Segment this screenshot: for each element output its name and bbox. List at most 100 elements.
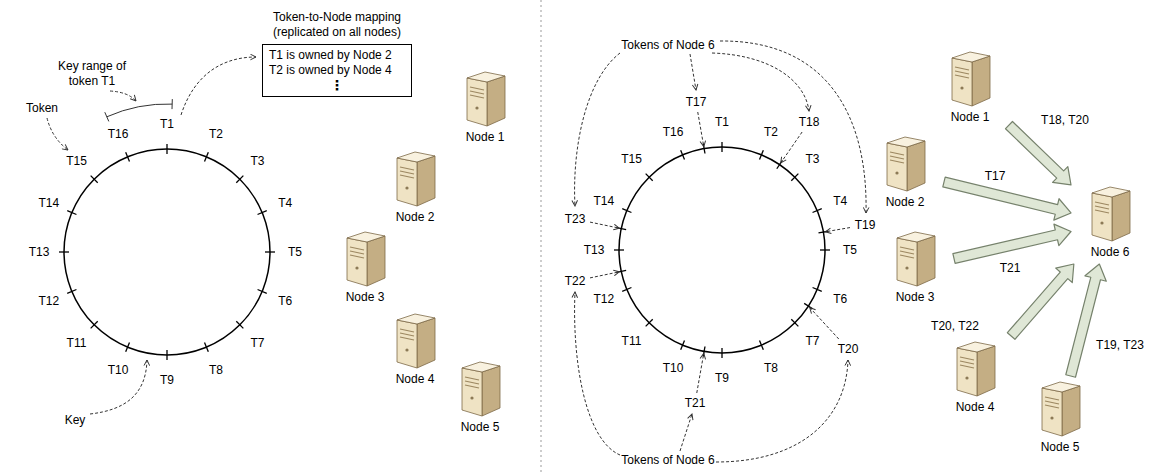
server-face [897, 232, 935, 242]
power-button [405, 348, 408, 351]
edge-label: T20, T22 [929, 319, 981, 334]
server-face [397, 314, 435, 324]
token-label: T15 [66, 154, 87, 169]
drive-slot [350, 247, 364, 250]
callout-label: Token [26, 101, 58, 116]
token-tick [258, 211, 267, 215]
server-face [952, 58, 972, 106]
server-face [462, 362, 500, 372]
leader-arrow [680, 414, 692, 451]
drive-slot [890, 152, 904, 155]
server-face [367, 236, 385, 286]
drive-slot [1095, 206, 1109, 209]
drive-slot [350, 255, 364, 258]
callout-label: Key range of token T1 [47, 59, 137, 89]
token-tick [703, 144, 705, 154]
server-node: Node 1 [450, 70, 520, 145]
token-tick [646, 174, 653, 181]
drive-slot [400, 175, 414, 178]
server-face [347, 232, 385, 242]
token-label: T12 [38, 293, 59, 308]
drive-slot [465, 385, 479, 388]
server-face [907, 141, 925, 191]
leader-arrow [720, 41, 866, 213]
token-tick [91, 321, 98, 328]
drive-slot [465, 381, 479, 384]
power-button [355, 266, 358, 269]
node-label: Node 1 [951, 110, 990, 125]
drive-slot [960, 357, 974, 360]
token-label: T22 [565, 274, 586, 289]
token-arrow [698, 112, 704, 147]
mapping-table: T1 is owned by Node 2T2 is owned by Node… [262, 44, 412, 97]
leader-arrow [181, 57, 256, 115]
token-label: T9 [160, 373, 174, 388]
token-label: T13 [584, 243, 605, 258]
token-label: T20 [838, 342, 859, 357]
token-label: T21 [685, 396, 706, 411]
server-node: Node 5 [1025, 380, 1095, 455]
power-button [965, 376, 968, 379]
token-label: T4 [833, 194, 847, 209]
edge-label: T17 [983, 169, 1008, 184]
server-face [462, 368, 482, 416]
transfer-arrow [1066, 264, 1106, 377]
server-face [977, 346, 995, 396]
transfer-arrow [953, 224, 1071, 263]
token-arrow [590, 222, 619, 228]
server-face [487, 76, 505, 126]
token-tick [126, 152, 130, 161]
edge-label: T21 [998, 261, 1023, 276]
token-tick [91, 176, 98, 183]
token-label: T10 [108, 363, 129, 378]
token-label: T7 [805, 333, 819, 348]
server-face [1092, 187, 1130, 197]
node-label: Node 5 [461, 420, 500, 435]
token-tick [616, 270, 626, 272]
drive-slot [1095, 210, 1109, 213]
token-arrow [825, 228, 850, 232]
server-face [952, 52, 990, 62]
token-arrow [590, 272, 619, 278]
server-icon [463, 70, 507, 128]
token-label: T11 [67, 335, 87, 350]
server-icon [883, 135, 927, 193]
token-tick [166, 144, 167, 154]
transfer-arrow [1006, 122, 1071, 185]
leader-arrow [575, 292, 620, 455]
drive-slot [1045, 401, 1059, 404]
edge-label: T18, T20 [1039, 113, 1091, 128]
token-ring [64, 149, 270, 355]
token-label: T16 [663, 124, 684, 139]
token-arrow [697, 353, 704, 393]
token-label: T13 [29, 245, 50, 260]
edge-label: T19, T23 [1094, 338, 1146, 353]
token-label: T8 [209, 363, 223, 378]
leader-arrow [47, 118, 68, 150]
token-tick [258, 290, 267, 294]
server-face [482, 366, 500, 416]
leader-arrow [575, 53, 620, 206]
token-label: T9 [715, 371, 729, 386]
token-label: T5 [843, 243, 857, 258]
server-face [397, 320, 417, 368]
leader-arrow [716, 360, 848, 462]
token-tick [236, 176, 243, 183]
server-node: Node 1 [935, 50, 1005, 125]
token-label: T3 [805, 152, 819, 167]
server-face [467, 72, 505, 82]
node-label: Node 4 [956, 400, 995, 415]
node-label: Node 4 [396, 372, 435, 387]
callout-label: Tokens of Node 6 [621, 453, 714, 468]
server-icon [343, 230, 387, 288]
drive-slot [960, 361, 974, 364]
token-tick [721, 142, 722, 152]
drive-slot [890, 156, 904, 159]
token-label: T6 [833, 291, 847, 306]
server-node: Node 6 [1075, 185, 1145, 260]
server-icon [893, 230, 937, 288]
token-tick [614, 249, 624, 250]
server-face [347, 238, 367, 286]
token-label: T5 [288, 245, 302, 260]
token-tick [166, 350, 167, 360]
